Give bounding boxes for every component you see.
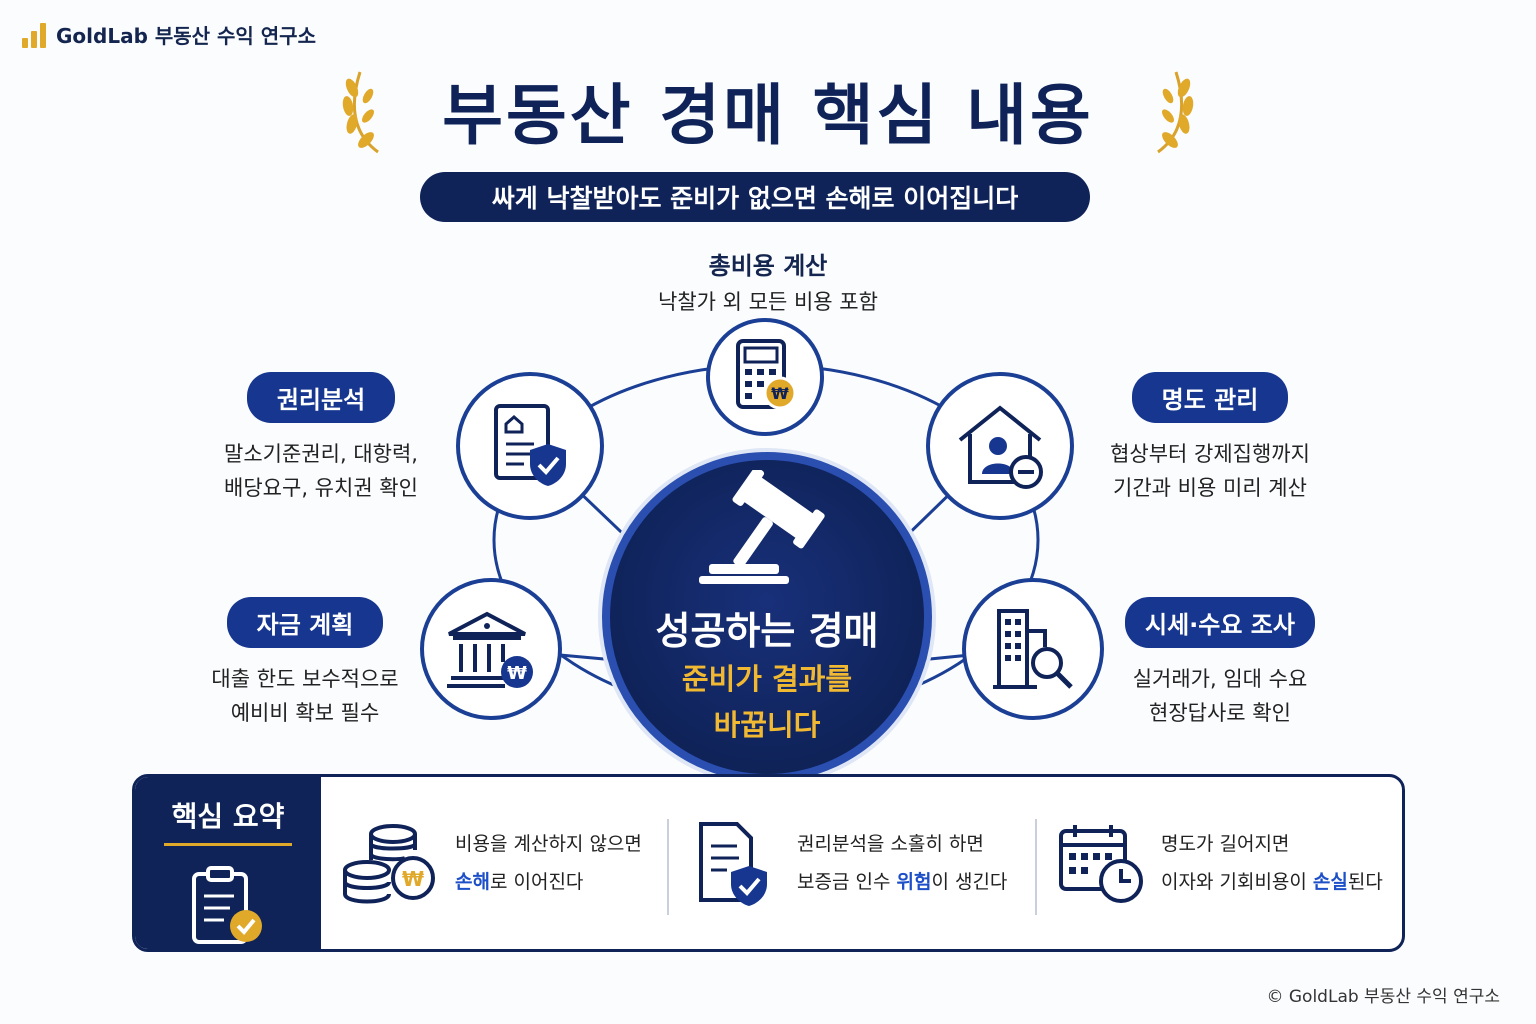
summary-divider bbox=[1035, 819, 1037, 915]
summary-item-delivery-line1: 명도가 길어지면 bbox=[1161, 833, 1290, 855]
node-funds-title: 자금 계획 bbox=[226, 597, 384, 648]
node-market-title: 시세·수요 조사 bbox=[1125, 597, 1315, 648]
node-total-cost: 총비용 계산 낙찰가 외 모든 비용 포함 bbox=[618, 246, 918, 319]
calendar-clock-icon bbox=[1059, 825, 1143, 903]
node-delivery: 명도 관리 협상부터 강제집행까지 기간과 비용 미리 계산 bbox=[1090, 372, 1330, 505]
subtitle-banner: 싸게 낙찰받아도 준비가 없으면 손해로 이어집니다 bbox=[420, 172, 1090, 222]
node-delivery-title: 명도 관리 bbox=[1131, 372, 1289, 423]
node-market: 시세·수요 조사 실거래가, 임대 수요 현장답사로 확인 bbox=[1112, 597, 1328, 730]
brand: GoldLab 부동산 수익 연구소 bbox=[22, 20, 316, 49]
bar-chart-logo-icon bbox=[22, 22, 46, 48]
svg-text:₩: ₩ bbox=[507, 663, 527, 684]
node-funds-desc-line2: 예비비 확보 필수 bbox=[230, 701, 380, 725]
node-market-desc-line1: 실거래가, 임대 수요 bbox=[1132, 667, 1308, 691]
summary-item-delivery: 명도가 길어지면 이자와 기회비용이 손실된다 bbox=[1057, 777, 1397, 949]
summary-item-delivery-highlight: 손실 bbox=[1312, 871, 1348, 893]
summary-item-rights-highlight: 위험 bbox=[896, 871, 932, 893]
document-shield-icon bbox=[699, 822, 767, 906]
summary-panel: 핵심 요약 bbox=[132, 774, 1405, 952]
summary-item-cost: ₩ 비용을 계산하지 않으면 손해로 이어진다 bbox=[341, 777, 661, 949]
node-funds-desc-line1: 대출 한도 보수적으로 bbox=[211, 667, 399, 691]
center-circle: 성공하는 경매 준비가 결과를 바꿉니다 bbox=[602, 452, 932, 782]
node-total-cost-title: 총비용 계산 bbox=[708, 252, 828, 280]
summary-heading: 핵심 요약 bbox=[171, 800, 285, 833]
bank-won-icon: ₩ bbox=[420, 578, 562, 720]
document-shield-icon bbox=[456, 372, 604, 520]
node-funds: 자금 계획 대출 한도 보수적으로 예비비 확보 필수 bbox=[190, 597, 420, 730]
gavel-icon bbox=[699, 470, 825, 584]
node-total-cost-desc: 낙찰가 외 모든 비용 포함 bbox=[658, 290, 878, 314]
brand-name: GoldLab 부동산 수익 연구소 bbox=[56, 24, 316, 48]
summary-item-cost-line1: 비용을 계산하지 않으면 bbox=[455, 833, 642, 855]
node-rights-desc-line1: 말소기준권리, 대항력, bbox=[224, 442, 418, 466]
calculator-won-icon: ₩ bbox=[706, 318, 824, 436]
svg-text:₩: ₩ bbox=[771, 384, 789, 403]
node-market-desc-line2: 현장답사로 확인 bbox=[1149, 701, 1291, 725]
coins-won-icon: ₩ bbox=[343, 824, 435, 904]
summary-header: 핵심 요약 bbox=[135, 777, 321, 949]
summary-item-rights: 권리분석을 소홀히 하면 보증금 인수 위험이 생긴다 bbox=[693, 777, 1033, 949]
summary-item-delivery-pre: 이자와 기회비용이 bbox=[1161, 871, 1313, 893]
summary-heading-underline bbox=[164, 843, 292, 846]
summary-item-rights-pre: 보증금 인수 bbox=[797, 871, 897, 893]
node-rights: 권리분석 말소기준권리, 대항력, 배당요구, 유치권 확인 bbox=[196, 372, 446, 505]
house-person-icon bbox=[926, 372, 1074, 520]
footer-copyright: © GoldLab 부동산 수익 연구소 bbox=[1266, 987, 1500, 1007]
page-title: 부동산 경매 핵심 내용 bbox=[442, 77, 1094, 154]
node-rights-title: 권리분석 bbox=[246, 372, 396, 423]
clipboard-check-icon bbox=[192, 866, 262, 944]
node-delivery-desc-line1: 협상부터 강제집행까지 bbox=[1110, 442, 1310, 466]
center-subtitle-line1: 준비가 결과를 bbox=[681, 662, 853, 696]
summary-divider bbox=[667, 819, 669, 915]
summary-item-cost-highlight: 손해 bbox=[455, 871, 490, 893]
center-title: 성공하는 경매 bbox=[655, 609, 879, 653]
building-search-icon bbox=[962, 578, 1104, 720]
node-rights-desc-line2: 배당요구, 유치권 확인 bbox=[224, 476, 418, 500]
summary-item-rights-line1: 권리분석을 소홀히 하면 bbox=[797, 833, 984, 855]
summary-item-cost-rest: 로 이어진다 bbox=[489, 871, 584, 893]
summary-item-delivery-rest: 된다 bbox=[1347, 871, 1383, 893]
summary-item-rights-rest: 이 생긴다 bbox=[931, 871, 1008, 893]
laurel-right-icon bbox=[1157, 71, 1194, 154]
center-subtitle-line2: 바꿉니다 bbox=[713, 708, 821, 742]
svg-text:₩: ₩ bbox=[402, 867, 424, 891]
node-delivery-desc-line2: 기간과 비용 미리 계산 bbox=[1113, 476, 1307, 500]
laurel-left-icon bbox=[342, 71, 379, 154]
